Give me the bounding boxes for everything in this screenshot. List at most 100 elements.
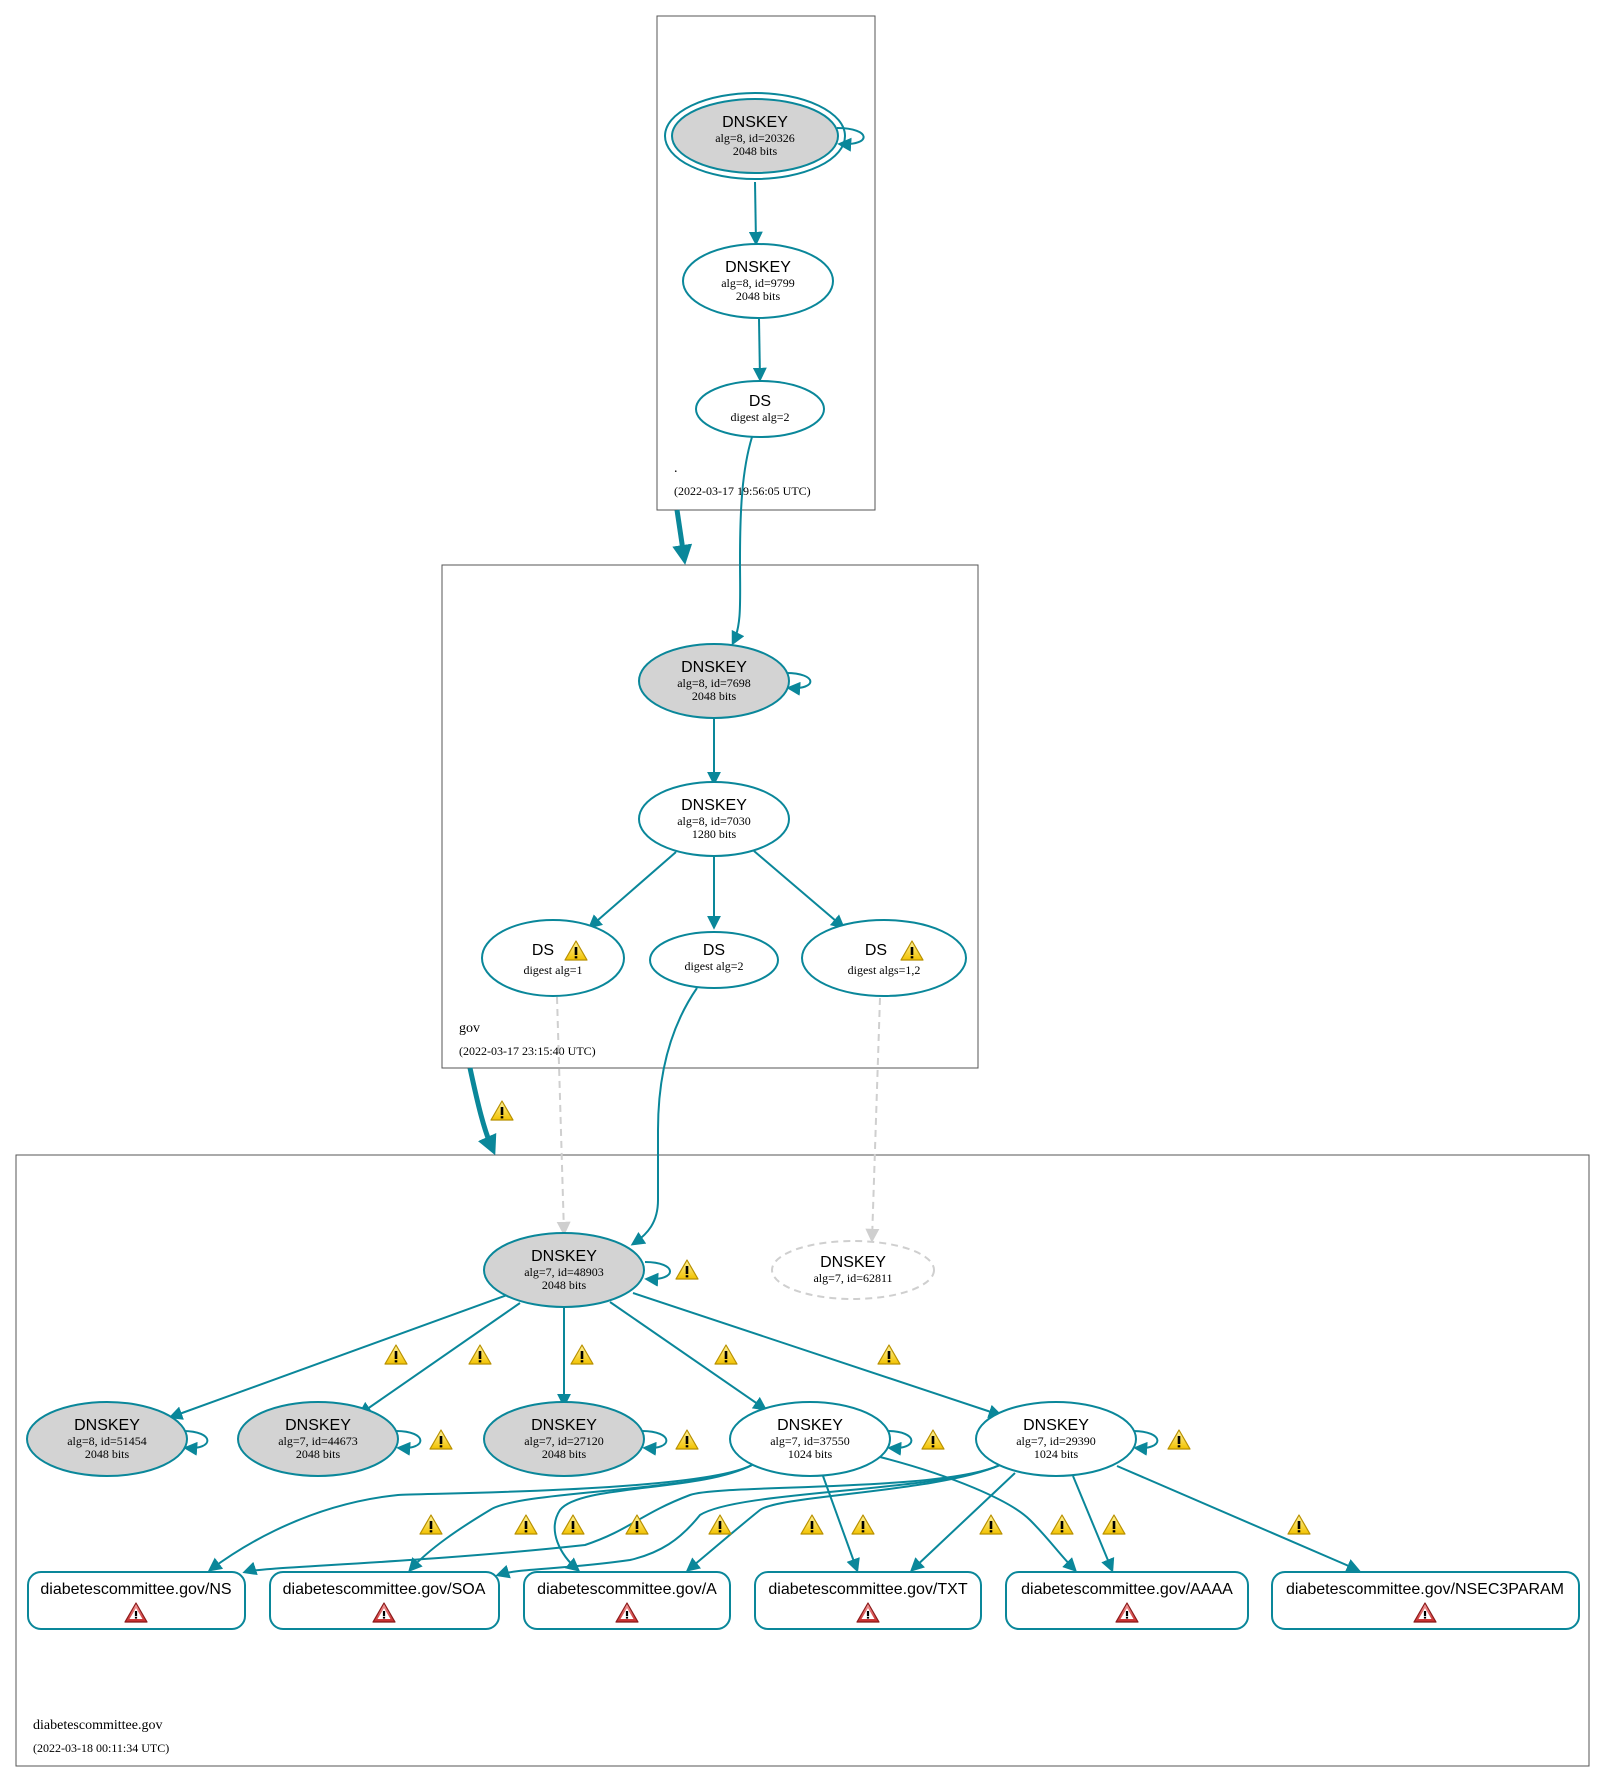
node-dc-missing-key-line1: alg=7, id=62811 xyxy=(813,1271,892,1285)
warning-icon xyxy=(561,1514,585,1535)
rrset-soa-label: diabetescommittee.gov/SOA xyxy=(283,1581,486,1598)
node-dc-k37550-line1: alg=7, id=37550 xyxy=(770,1434,850,1448)
node-gov-ds1-line1: digest alg=1 xyxy=(523,963,582,977)
warning-icon xyxy=(675,1429,699,1450)
warning-icon xyxy=(429,1429,453,1450)
node-dc-ksk-line2: 2048 bits xyxy=(542,1278,587,1292)
edge-k37550-to-a xyxy=(553,1464,753,1572)
edge-k29390-to-nsec3param xyxy=(1116,1465,1361,1572)
node-gov-ds1[interactable]: DS digest alg=1 xyxy=(481,919,625,997)
delegation-gov-to-diabetescommittee xyxy=(467,1067,497,1156)
warning-icon xyxy=(800,1514,824,1535)
delegation-root-to-gov xyxy=(672,509,693,565)
node-dc-missing-key[interactable]: DNSKEY alg=7, id=62811 xyxy=(771,1240,935,1300)
node-root-ksk[interactable]: DNSKEY alg=8, id=20326 2048 bits xyxy=(664,92,846,180)
node-gov-ds3-line1: digest algs=1,2 xyxy=(848,963,921,977)
warning-icon xyxy=(419,1514,443,1535)
zone-timestamp-diabetescommittee: (2022-03-18 00:11:34 UTC) xyxy=(33,1741,169,1755)
warning-icon xyxy=(384,1344,408,1365)
zone-box-gov xyxy=(441,564,979,1069)
rrset-ns-label: diabetescommittee.gov/NS xyxy=(40,1581,231,1598)
warning-icon xyxy=(490,1100,514,1121)
node-dc-k37550[interactable]: DNSKEY alg=7, id=37550 1024 bits xyxy=(729,1401,891,1477)
node-dc-missing-key-title: DNSKEY xyxy=(820,1254,886,1271)
node-gov-zsk-title: DNSKEY xyxy=(681,797,747,814)
edge-gov-ds1-to-dc-ksk xyxy=(556,996,571,1236)
node-root-zsk-line1: alg=8, id=9799 xyxy=(721,276,795,290)
node-gov-ksk-title: DNSKEY xyxy=(681,659,747,676)
rrset-ns[interactable]: diabetescommittee.gov/NS xyxy=(27,1571,246,1630)
warning-icon xyxy=(570,1344,594,1365)
node-dc-ksk[interactable]: DNSKEY alg=7, id=48903 2048 bits xyxy=(483,1232,645,1308)
node-dc-k51454-line1: alg=8, id=51454 xyxy=(67,1434,147,1448)
node-gov-ds2[interactable]: DS digest alg=2 xyxy=(649,931,779,989)
edge-dc-ksk-to-k44673 xyxy=(357,1302,521,1416)
edge-k29390-to-aaaa xyxy=(1072,1475,1115,1573)
node-gov-ds3-title: DS xyxy=(865,942,887,959)
edge-root-ksk-to-zsk xyxy=(748,181,763,246)
rrset-nsec3param[interactable]: diabetescommittee.gov/NSEC3PARAM xyxy=(1271,1571,1580,1630)
node-dc-k44673[interactable]: DNSKEY alg=7, id=44673 2048 bits xyxy=(237,1401,399,1477)
edge-gov-ds3-to-dc-missing xyxy=(865,997,881,1243)
zone-box-diabetescommittee xyxy=(15,1154,1590,1767)
node-dc-k27120[interactable]: DNSKEY alg=7, id=27120 2048 bits xyxy=(483,1401,645,1477)
node-dc-k27120-title: DNSKEY xyxy=(531,1417,597,1434)
node-gov-zsk-line2: 1280 bits xyxy=(692,827,737,841)
warning-icon xyxy=(708,1514,732,1535)
warning-icon xyxy=(1287,1514,1311,1535)
rrset-a[interactable]: diabetescommittee.gov/A xyxy=(523,1571,731,1630)
node-dc-k51454-line2: 2048 bits xyxy=(85,1447,130,1461)
loop-dc-k44673 xyxy=(395,1430,422,1456)
node-root-zsk-title: DNSKEY xyxy=(725,259,791,276)
node-dc-k29390-line2: 1024 bits xyxy=(1034,1447,1079,1461)
node-gov-ds3[interactable]: DS digest algs=1,2 xyxy=(801,919,967,997)
node-root-ksk-line2: 2048 bits xyxy=(733,144,778,158)
loop-dc-k29390 xyxy=(1132,1430,1159,1456)
warning-icon xyxy=(514,1514,538,1535)
node-root-ds-line1: digest alg=2 xyxy=(730,410,789,424)
node-root-zsk[interactable]: DNSKEY alg=8, id=9799 2048 bits xyxy=(682,243,834,319)
node-dc-k27120-line2: 2048 bits xyxy=(542,1447,587,1461)
rrset-aaaa[interactable]: diabetescommittee.gov/AAAA xyxy=(1005,1571,1249,1630)
rrset-a-label: diabetescommittee.gov/A xyxy=(537,1581,717,1598)
node-root-ds[interactable]: DS digest alg=2 xyxy=(695,380,825,438)
node-dc-k51454[interactable]: DNSKEY alg=8, id=51454 2048 bits xyxy=(26,1401,188,1477)
node-dc-k37550-line2: 1024 bits xyxy=(788,1447,833,1461)
node-dc-ksk-line1: alg=7, id=48903 xyxy=(524,1265,604,1279)
edge-k29390-to-ns xyxy=(242,1464,1001,1576)
warning-icon xyxy=(714,1344,738,1365)
node-dc-k29390[interactable]: DNSKEY alg=7, id=29390 1024 bits xyxy=(975,1401,1137,1477)
rrset-txt[interactable]: diabetescommittee.gov/TXT xyxy=(754,1571,982,1630)
zone-name-root: . xyxy=(674,461,678,476)
edge-k29390-to-txt xyxy=(909,1472,1016,1572)
node-dc-k37550-title: DNSKEY xyxy=(777,1417,843,1434)
loop-dc-k27120 xyxy=(641,1430,668,1456)
zone-name-gov: gov xyxy=(459,1021,480,1036)
rrset-txt-label: diabetescommittee.gov/TXT xyxy=(768,1581,967,1598)
warning-icon xyxy=(1167,1429,1191,1450)
edge-k37550-to-aaaa xyxy=(879,1456,1077,1572)
warning-icon xyxy=(1050,1514,1074,1535)
edge-root-ds-to-gov-ksk xyxy=(731,436,753,646)
edge-k29390-to-soa xyxy=(495,1464,1001,1579)
node-dc-k29390-line1: alg=7, id=29390 xyxy=(1016,1434,1096,1448)
rrset-aaaa-label: diabetescommittee.gov/AAAA xyxy=(1021,1581,1233,1598)
edge-k37550-to-ns xyxy=(207,1464,753,1572)
node-dc-k27120-line1: alg=7, id=27120 xyxy=(524,1434,604,1448)
rrset-soa[interactable]: diabetescommittee.gov/SOA xyxy=(269,1571,500,1630)
node-gov-zsk[interactable]: DNSKEY alg=8, id=7030 1280 bits xyxy=(638,781,790,857)
edge-gov-ds2-to-dc-ksk xyxy=(630,987,698,1246)
node-gov-ksk[interactable]: DNSKEY alg=8, id=7698 2048 bits xyxy=(638,643,790,719)
node-dc-ksk-title: DNSKEY xyxy=(531,1248,597,1265)
node-dc-k51454-title: DNSKEY xyxy=(74,1417,140,1434)
loop-dc-k51454 xyxy=(182,1430,209,1456)
edge-dc-ksk-to-k37550 xyxy=(609,1301,768,1411)
zone-box-root xyxy=(656,15,876,511)
node-gov-ds1-title: DS xyxy=(532,942,554,959)
zone-timestamp-gov: (2022-03-17 23:15:40 UTC) xyxy=(459,1044,596,1058)
edge-k29390-to-a xyxy=(685,1464,1001,1572)
node-root-ksk-title: DNSKEY xyxy=(722,114,788,131)
warning-icon xyxy=(1102,1514,1126,1535)
node-gov-ksk-line2: 2048 bits xyxy=(692,689,737,703)
